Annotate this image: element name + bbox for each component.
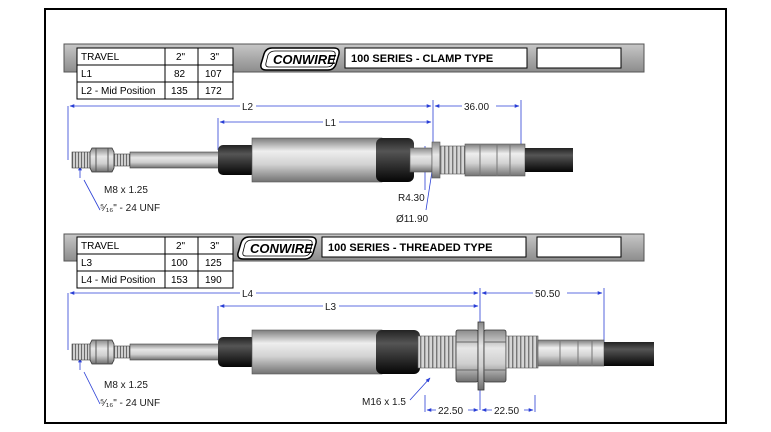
threaded-nut xyxy=(89,339,115,365)
threaded-rod xyxy=(129,343,221,361)
clamp-table-row2-2in: 135 xyxy=(171,86,188,97)
threaded-table-row2-3in: 190 xyxy=(205,275,222,286)
threaded-logo-text: CONWIRE xyxy=(250,241,313,256)
threaded-cable xyxy=(604,342,654,366)
clamp-table-head-2in: 2" xyxy=(176,52,186,63)
clamp-dim-36: 36.00 xyxy=(464,102,489,113)
clamp-table-head-3in: 3" xyxy=(210,52,220,63)
threaded-dim-l4: L4 xyxy=(242,289,254,300)
clamp-sleeve-left xyxy=(218,145,256,175)
clamp-table-row1-label: L1 xyxy=(81,69,93,80)
clamp-nut xyxy=(89,147,115,173)
threaded-table-row1-2in: 100 xyxy=(171,258,188,269)
clamp-cable xyxy=(525,148,573,172)
clamp-rod xyxy=(129,151,221,169)
threaded-type-section: TRAVEL 2" 3" L3 100 125 L4 - Mid Positio… xyxy=(63,233,654,417)
threaded-dim-50: 50.50 xyxy=(535,289,560,300)
threaded-table-head-3in: 3" xyxy=(210,241,220,252)
threaded-thread-unf: ⁵⁄₁₆" - 24 UNF xyxy=(100,398,160,409)
threaded-tube xyxy=(251,329,383,375)
threaded-title: 100 SERIES - THREADED TYPE xyxy=(328,242,492,254)
clamp-type-section: TRAVEL 2" 3" L1 82 107 L2 - Mid Position… xyxy=(63,43,645,225)
threaded-table-row2-label: L4 - Mid Position xyxy=(81,275,155,286)
threaded-body-thread-left xyxy=(417,335,457,369)
threaded-sleeve-left xyxy=(218,337,256,367)
clamp-end-fitting xyxy=(464,143,526,177)
clamp-logo-text: CONWIRE xyxy=(273,52,336,67)
clamp-cable-assembly xyxy=(71,137,573,183)
threaded-thread-m8: M8 x 1.25 xyxy=(104,380,148,391)
threaded-table-row1-label: L3 xyxy=(81,258,93,269)
clamp-diameter: Ø11.90 xyxy=(396,214,428,225)
clamp-radius: R4.30 xyxy=(398,193,425,204)
threaded-table-row2-2in: 153 xyxy=(171,275,188,286)
threaded-body-thread-right xyxy=(505,335,539,369)
clamp-table-row2-label: L2 - Mid Position xyxy=(81,86,155,97)
threaded-table-head-travel: TRAVEL xyxy=(81,241,120,252)
clamp-title: 100 SERIES - CLAMP TYPE xyxy=(351,53,493,65)
clamp-blank-box xyxy=(536,47,622,69)
clamp-table-row2-3in: 172 xyxy=(205,86,222,97)
clamp-dim-l2: L2 xyxy=(242,102,254,113)
threaded-dim-22a: 22.50 xyxy=(438,406,463,417)
clamp-tube xyxy=(251,137,383,183)
threaded-end-fitting xyxy=(537,339,605,367)
threaded-table-head-2in: 2" xyxy=(176,241,186,252)
threaded-sleeve-right xyxy=(376,330,420,374)
threaded-logo: CONWIRE xyxy=(237,236,317,260)
clamp-travel-table: TRAVEL 2" 3" L1 82 107 L2 - Mid Position… xyxy=(76,47,234,100)
threaded-thread-m16: M16 x 1.5 xyxy=(362,397,406,408)
clamp-table-head-travel: TRAVEL xyxy=(81,52,120,63)
clamp-logo: CONWIRE xyxy=(260,47,340,71)
clamp-ferrule xyxy=(439,145,466,175)
threaded-travel-table: TRAVEL 2" 3" L3 100 125 L4 - Mid Positio… xyxy=(76,236,234,289)
clamp-thread-m8: M8 x 1.25 xyxy=(104,185,148,196)
threaded-dim-l3: L3 xyxy=(325,302,337,313)
threaded-table-row1-3in: 125 xyxy=(205,258,222,269)
clamp-thread-unf: ⁵⁄₁₆" - 24 UNF xyxy=(100,203,160,214)
threaded-hex-nut-right xyxy=(483,329,507,383)
threaded-dim-22b: 22.50 xyxy=(494,406,519,417)
threaded-cable-assembly xyxy=(71,321,654,391)
threaded-blank-box xyxy=(536,236,622,258)
clamp-table-row1-2in: 82 xyxy=(174,69,186,80)
clamp-table-row1-3in: 107 xyxy=(205,69,222,80)
clamp-sleeve-right xyxy=(376,138,414,182)
clamp-dim-l1: L1 xyxy=(325,118,337,129)
threaded-hex-nut-left xyxy=(455,329,479,383)
threaded-washer xyxy=(477,321,485,391)
